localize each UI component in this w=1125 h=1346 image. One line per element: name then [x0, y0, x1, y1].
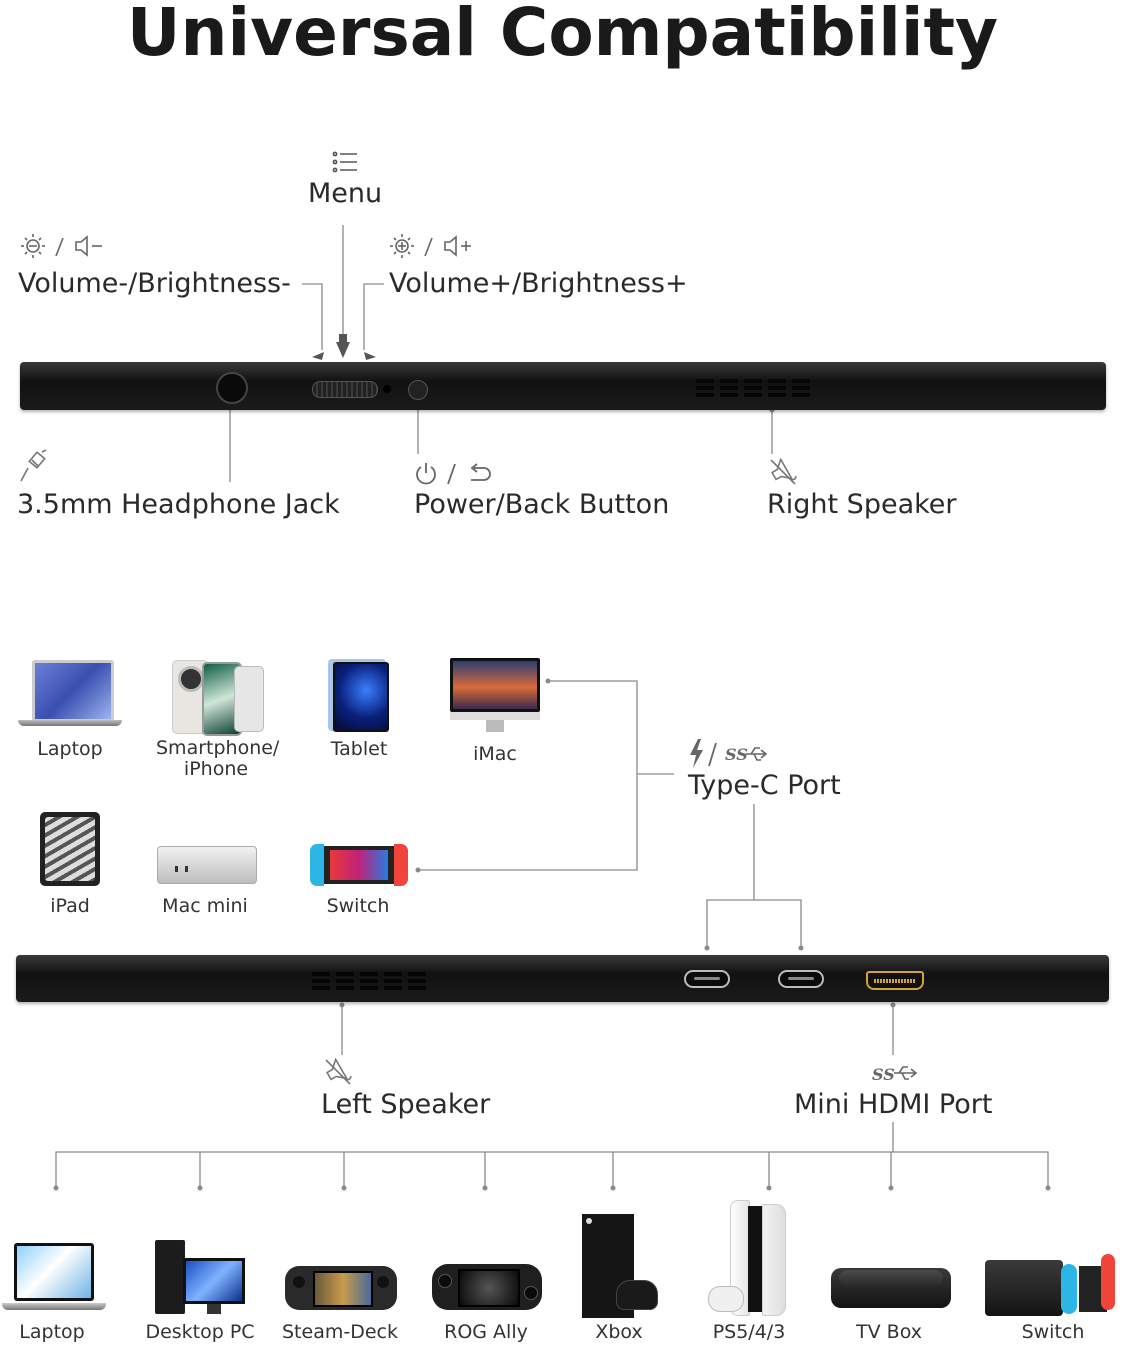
monitor-top-edge	[20, 362, 1106, 410]
headphone-plug-icon	[20, 449, 47, 482]
vol-minus-label: Volume-/Brightness-	[18, 268, 291, 299]
lightning-usb-ss-icon: SS	[690, 739, 768, 768]
speaker-icon	[325, 1058, 352, 1085]
hdmi-device-label: Xbox	[595, 1321, 643, 1343]
right-speaker-grille	[696, 379, 816, 397]
brightness-volume-down-icon	[21, 234, 102, 258]
device-steam-deck	[285, 1266, 397, 1312]
hdmi-device-label: ROG Ally	[444, 1321, 528, 1343]
device-tv-box	[831, 1268, 951, 1312]
hdmi-device-label: Switch	[1021, 1321, 1085, 1343]
typec-device-label: Laptop	[37, 738, 103, 760]
device-mac-mini	[157, 846, 257, 886]
device-rog-ally	[432, 1264, 542, 1312]
power-back-icon	[416, 463, 491, 485]
left-speaker-label: Left Speaker	[321, 1089, 491, 1120]
hdmi-device-label: Steam-Deck	[282, 1321, 398, 1343]
speaker-icon	[770, 458, 797, 485]
svg-text:SS: SS	[725, 745, 748, 764]
typec-device-label: Smartphone/ iPhone	[156, 737, 280, 780]
vol-plus-label: Volume+/Brightness+	[389, 268, 688, 299]
menu-joystick	[312, 381, 378, 398]
hdmi-device-label: Desktop PC	[145, 1321, 255, 1343]
device-switch-dock	[985, 1252, 1125, 1318]
typec-device-label: Switch	[326, 895, 390, 917]
device-desktop-pc	[155, 1240, 245, 1318]
right-speaker-label: Right Speaker	[767, 489, 957, 520]
typec-device-label: iMac	[473, 743, 517, 765]
hdmi-device-label: PS5/4/3	[712, 1321, 786, 1343]
headphone-jack	[216, 372, 248, 404]
hdmi-port-label: Mini HDMI Port	[794, 1089, 993, 1120]
power-button	[408, 380, 428, 400]
headphone-label: 3.5mm Headphone Jack	[17, 489, 340, 520]
left-speaker-grille	[312, 972, 427, 990]
brightness-volume-up-icon	[390, 234, 471, 258]
monitor-bottom-edge	[16, 955, 1109, 1002]
typec-port-2	[778, 970, 824, 988]
device-laptop	[2, 1243, 106, 1317]
usb-ss-icon: SS	[872, 1065, 918, 1084]
device-switch	[310, 844, 408, 888]
typec-device-label: Tablet	[330, 738, 388, 760]
svg-text:SS: SS	[872, 1065, 895, 1084]
led-indicator	[383, 385, 391, 393]
device-imac	[450, 658, 540, 734]
device-tablet	[328, 659, 390, 733]
typec-device-label: Mac mini	[162, 895, 248, 917]
typec-device-label: iPad	[50, 895, 90, 917]
page-title: Universal Compatibility	[126, 0, 999, 71]
hdmi-device-label: Laptop	[19, 1321, 85, 1343]
device-ipad	[40, 812, 102, 888]
device-smartphone	[172, 660, 264, 736]
typec-port-label: Type-C Port	[688, 770, 841, 801]
list-icon	[332, 151, 357, 173]
menu-label: Menu	[308, 178, 383, 209]
device-ps5	[708, 1200, 794, 1318]
mini-hdmi-port	[866, 971, 924, 990]
hdmi-device-label: TV Box	[856, 1321, 922, 1343]
device-xbox	[582, 1214, 658, 1318]
power-label: Power/Back Button	[414, 489, 670, 520]
typec-port-1	[684, 970, 730, 988]
device-laptop	[18, 660, 122, 732]
